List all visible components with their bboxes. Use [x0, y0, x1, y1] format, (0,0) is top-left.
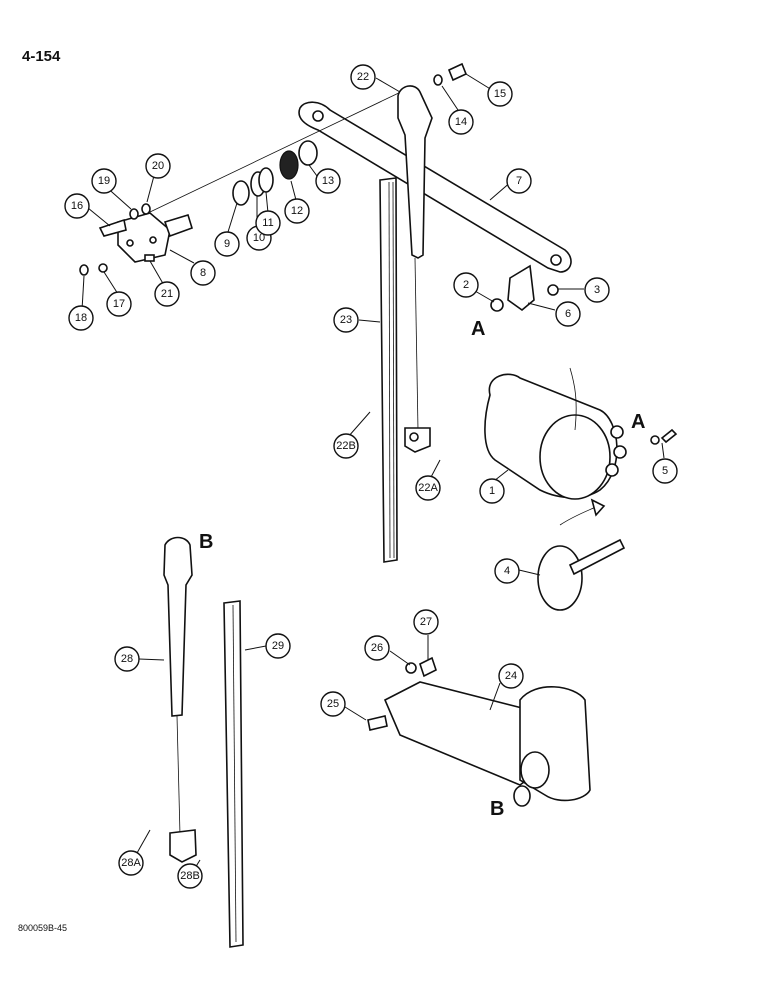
- callout-22: 22: [350, 64, 376, 90]
- callout-12: 12: [284, 198, 310, 224]
- callout-28: 28: [114, 646, 140, 672]
- svg-text:22A: 22A: [418, 482, 438, 494]
- callout-15: 15: [487, 81, 513, 107]
- svg-text:27: 27: [420, 616, 432, 628]
- svg-text:7: 7: [516, 175, 522, 187]
- upper-wiper-arm: [397, 85, 433, 453]
- page-number: 4-154: [22, 48, 61, 65]
- svg-text:1: 1: [489, 485, 495, 497]
- svg-text:22B: 22B: [336, 440, 356, 452]
- callout-29: 29: [265, 633, 291, 659]
- upper-wiper-blade: [379, 177, 398, 563]
- gear-shaft: [537, 498, 626, 611]
- callout-14: 14: [448, 109, 474, 135]
- callout-8: 8: [190, 260, 216, 286]
- callout-3: 3: [584, 277, 610, 303]
- callout-4: 4: [494, 558, 520, 584]
- callout-7: 7: [506, 168, 532, 194]
- svg-text:20: 20: [152, 160, 164, 172]
- callout-2: 2: [453, 272, 479, 298]
- callout-5: 5: [652, 458, 678, 484]
- svg-text:18: 18: [75, 312, 87, 324]
- svg-text:25: 25: [327, 698, 339, 710]
- motor-bracket: [490, 264, 559, 312]
- svg-text:21: 21: [161, 288, 173, 300]
- callout-18: 18: [68, 305, 94, 331]
- svg-text:11: 11: [262, 217, 273, 229]
- svg-text:29: 29: [272, 640, 284, 652]
- svg-text:2: 2: [463, 279, 469, 291]
- callout-26: 26: [364, 635, 390, 661]
- callout-9: 9: [214, 231, 240, 257]
- wiper-motor: [484, 367, 678, 500]
- svg-text:17: 17: [113, 298, 125, 310]
- svg-text:5: 5: [662, 465, 668, 477]
- reference-letter-a-bracket: A: [471, 318, 485, 340]
- svg-text:16: 16: [71, 200, 83, 212]
- callout-28b: 28B: [177, 863, 203, 889]
- svg-text:23: 23: [340, 314, 352, 326]
- callout-23: 23: [333, 307, 359, 333]
- callout-1: 1: [479, 478, 505, 504]
- callout-6: 6: [555, 301, 581, 327]
- lower-wiper-arm: [163, 536, 197, 863]
- callout-20: 20: [145, 153, 171, 179]
- svg-text:28: 28: [121, 653, 133, 665]
- svg-text:6: 6: [565, 308, 571, 320]
- callout-16: 16: [64, 193, 90, 219]
- linkage-bar: [149, 89, 572, 273]
- callout-leaders: [81, 73, 665, 869]
- callout-19: 19: [91, 168, 117, 194]
- svg-text:28B: 28B: [180, 870, 200, 882]
- reference-letter-a-motor: A: [631, 411, 645, 433]
- svg-text:24: 24: [505, 670, 517, 682]
- svg-text:14: 14: [455, 116, 467, 128]
- svg-text:13: 13: [322, 175, 334, 187]
- svg-text:28A: 28A: [121, 857, 141, 869]
- svg-text:3: 3: [594, 284, 600, 296]
- reference-letter-b-motor: B: [490, 798, 504, 820]
- svg-text:9: 9: [224, 238, 230, 250]
- callout-21: 21: [154, 281, 180, 307]
- callout-11: 11: [255, 210, 281, 236]
- svg-text:4: 4: [504, 565, 510, 577]
- callout-24: 24: [498, 663, 524, 689]
- lower-motor-assembly: [367, 656, 591, 807]
- callout-28a: 28A: [118, 850, 144, 876]
- svg-text:10: 10: [253, 232, 265, 244]
- svg-text:15: 15: [494, 88, 506, 100]
- figure-code: 800059B-45: [18, 923, 68, 933]
- callout-17: 17: [106, 291, 132, 317]
- callout-25: 25: [320, 691, 346, 717]
- svg-text:12: 12: [291, 205, 303, 217]
- pivot-assembly: [79, 62, 468, 276]
- callout-22a: 22A: [415, 475, 441, 501]
- reference-letter-b-arm: B: [199, 531, 213, 553]
- callout-22b: 22B: [333, 433, 359, 459]
- callout-13: 13: [315, 168, 341, 194]
- svg-text:19: 19: [98, 175, 110, 187]
- svg-text:8: 8: [200, 267, 206, 279]
- lower-wiper-blade: [223, 600, 244, 948]
- svg-text:26: 26: [371, 642, 383, 654]
- callout-27: 27: [413, 609, 439, 635]
- svg-text:22: 22: [357, 71, 369, 83]
